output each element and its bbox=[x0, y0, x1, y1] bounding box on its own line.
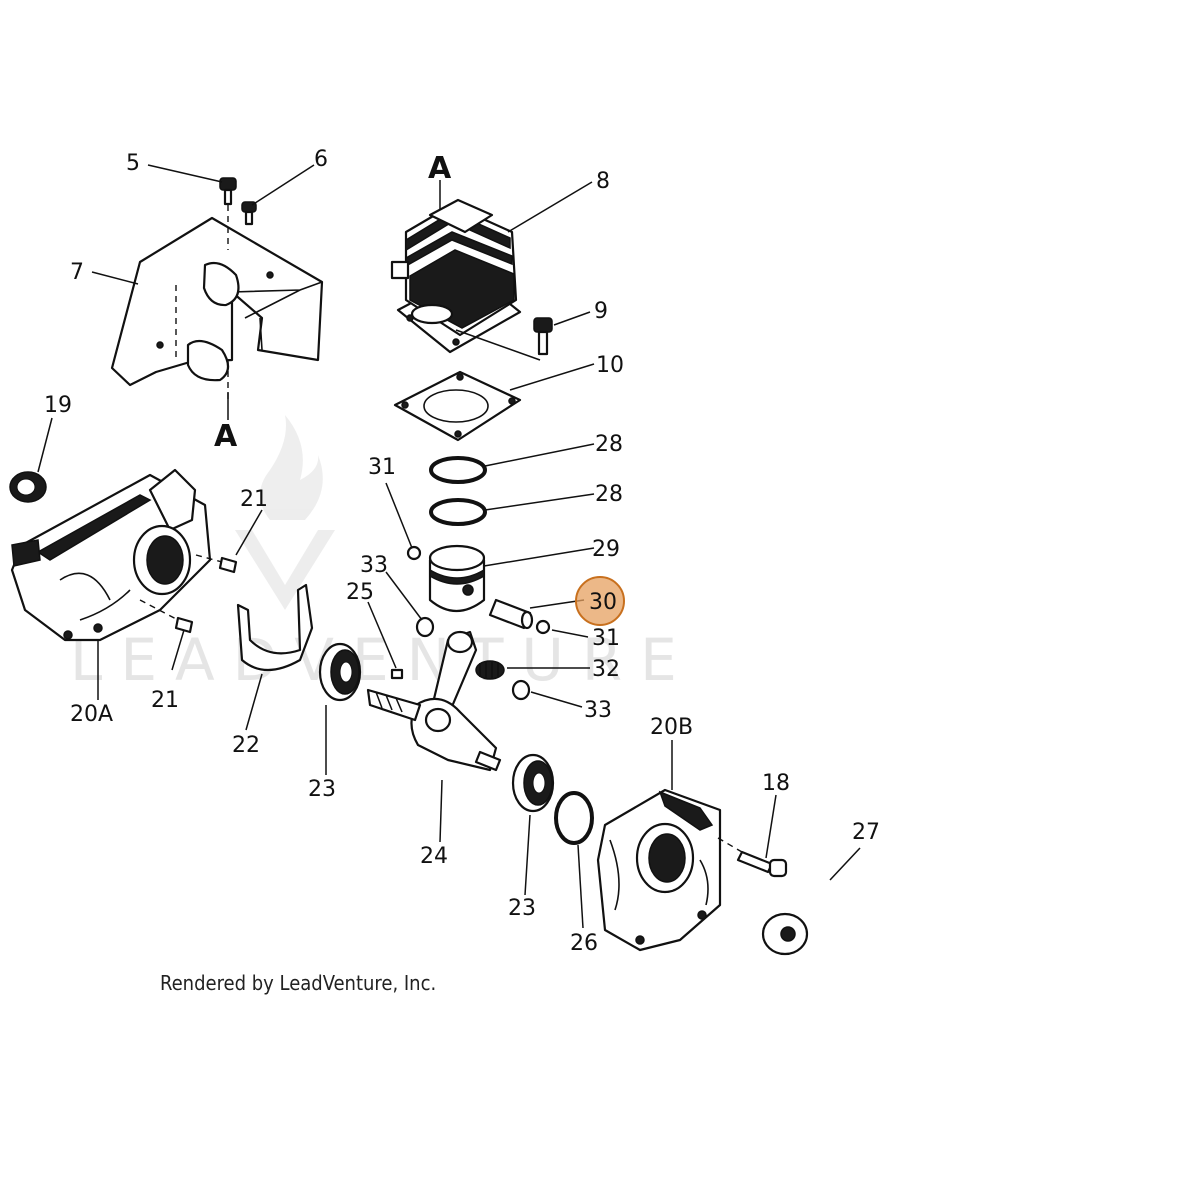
part-bearing-left[interactable] bbox=[318, 642, 362, 702]
label-31-top[interactable]: 31 bbox=[368, 455, 396, 480]
part-seal-27[interactable] bbox=[761, 912, 809, 956]
part-oil-seal[interactable] bbox=[9, 471, 47, 503]
part-bolt-9[interactable] bbox=[533, 317, 553, 356]
leader-lines bbox=[37, 164, 861, 929]
v-logo-icon bbox=[235, 530, 335, 610]
part-washer-b[interactable] bbox=[511, 679, 531, 701]
bolt-path bbox=[455, 329, 541, 361]
label-10[interactable]: 10 bbox=[596, 353, 624, 378]
part-dowel-pin-b[interactable] bbox=[174, 616, 194, 634]
label-28-top[interactable]: 28 bbox=[595, 432, 623, 457]
label-26[interactable]: 26 bbox=[570, 931, 598, 956]
part-piston-pin[interactable] bbox=[488, 598, 534, 630]
label-a-cylinder: A bbox=[428, 151, 452, 186]
label-8[interactable]: 8 bbox=[596, 169, 610, 194]
label-23-right[interactable]: 23 bbox=[508, 896, 536, 921]
label-28-second[interactable]: 28 bbox=[595, 482, 623, 507]
callout-labels: A A 5 6 7 8 9 10 19 21 21 20A 22 23 24 2… bbox=[44, 147, 880, 956]
part-woodruff-key[interactable] bbox=[390, 668, 404, 680]
part-dowel-pin-a[interactable] bbox=[218, 556, 238, 574]
label-21-top[interactable]: 21 bbox=[240, 487, 268, 512]
label-30[interactable]: 30 bbox=[589, 590, 617, 615]
part-washer-a[interactable] bbox=[415, 616, 435, 638]
label-33-bottom[interactable]: 33 bbox=[584, 698, 612, 723]
label-9[interactable]: 9 bbox=[594, 299, 608, 324]
part-crankcase-left[interactable] bbox=[10, 468, 212, 642]
part-snap-ring[interactable] bbox=[554, 791, 594, 845]
part-needle-bearing[interactable] bbox=[475, 660, 505, 680]
part-crankcase-gasket[interactable] bbox=[236, 583, 314, 671]
label-31-bottom[interactable]: 31 bbox=[592, 626, 620, 651]
part-circlip-b[interactable] bbox=[535, 619, 551, 635]
label-24[interactable]: 24 bbox=[420, 844, 448, 869]
credit-text: Rendered by LeadVenture, Inc. bbox=[160, 971, 436, 995]
label-7[interactable]: 7 bbox=[70, 260, 84, 285]
label-32[interactable]: 32 bbox=[592, 657, 620, 682]
label-25[interactable]: 25 bbox=[346, 580, 374, 605]
part-screw-6[interactable] bbox=[241, 201, 257, 226]
part-shroud[interactable] bbox=[110, 205, 324, 400]
part-circlip-a[interactable] bbox=[406, 545, 422, 561]
part-crankcase-right[interactable] bbox=[596, 788, 722, 952]
label-20a[interactable]: 20A bbox=[70, 702, 113, 727]
flame-icon bbox=[260, 415, 323, 520]
part-bearing-right[interactable] bbox=[511, 753, 555, 813]
label-23-left[interactable]: 23 bbox=[308, 777, 336, 802]
label-18[interactable]: 18 bbox=[762, 771, 790, 796]
part-screw-5[interactable] bbox=[219, 177, 237, 206]
highlight-marker bbox=[575, 576, 625, 626]
label-27[interactable]: 27 bbox=[852, 820, 880, 845]
part-cylinder[interactable] bbox=[390, 198, 522, 354]
label-6[interactable]: 6 bbox=[314, 147, 328, 172]
part-ring-top[interactable] bbox=[429, 456, 487, 484]
label-29[interactable]: 29 bbox=[592, 537, 620, 562]
label-19[interactable]: 19 bbox=[44, 393, 72, 418]
part-ring-second[interactable] bbox=[429, 498, 487, 526]
part-gasket[interactable] bbox=[393, 370, 522, 442]
label-22[interactable]: 22 bbox=[232, 733, 260, 758]
part-bolt-18[interactable] bbox=[736, 850, 788, 878]
label-21-bottom[interactable]: 21 bbox=[151, 688, 179, 713]
watermark-text: LEADVENTURE bbox=[70, 626, 695, 694]
label-5[interactable]: 5 bbox=[126, 151, 140, 176]
label-33-top[interactable]: 33 bbox=[360, 553, 388, 578]
label-20b[interactable]: 20B bbox=[650, 715, 693, 740]
part-crankshaft[interactable] bbox=[366, 630, 502, 772]
part-piston[interactable] bbox=[428, 544, 486, 612]
watermark: LEADVENTURE bbox=[70, 415, 695, 694]
label-a-shroud: A bbox=[214, 419, 238, 454]
